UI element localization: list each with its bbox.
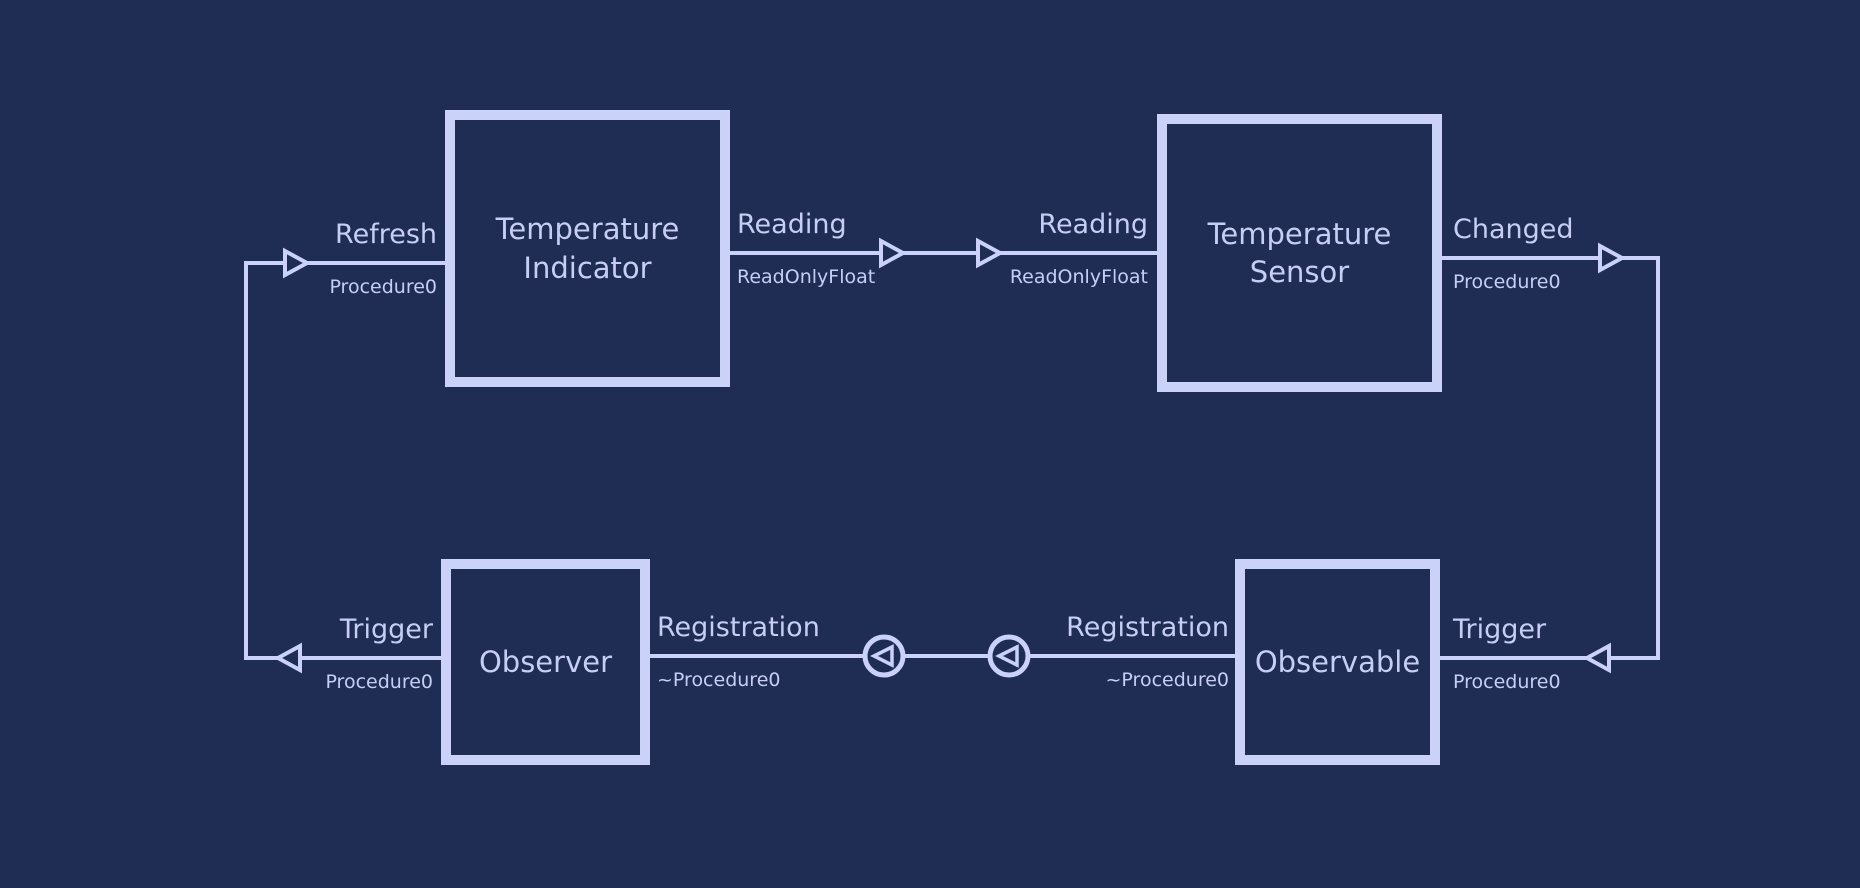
port-trigger-observer-type: Procedure0	[325, 671, 433, 693]
trigger-refresh-wire[interactable]	[244, 261, 445, 660]
connector-changed-to-trigger[interactable]	[1430, 242, 1660, 674]
block-title: Temperature Indicator	[495, 212, 680, 285]
block-title: Observer	[478, 644, 613, 679]
block-observer[interactable]: Observer	[441, 559, 650, 765]
port-changed-label: Changed	[1453, 214, 1574, 245]
port-changed-type: Procedure0	[1453, 271, 1561, 293]
port-refresh-type: Procedure0	[329, 276, 437, 298]
connector-registration[interactable]	[650, 634, 1235, 678]
port-registration-observer-label: Registration	[657, 612, 820, 643]
block-temperature-indicator[interactable]: Temperature Indicator	[445, 110, 730, 387]
connector-trigger-to-refresh[interactable]	[244, 247, 445, 674]
observable-trigger-in-arrowhead-icon	[1582, 642, 1611, 674]
sensor-reading-arrowhead-icon	[976, 237, 1005, 269]
sensor-changed-out-arrowhead-icon	[1598, 242, 1627, 274]
block-temperature-sensor[interactable]: Temperature Sensor	[1157, 114, 1442, 392]
observer-registration-arrowhead-icon	[870, 644, 894, 668]
port-trigger-observer-label: Trigger	[339, 614, 433, 645]
observable-registration-arrowhead-icon	[995, 644, 1019, 668]
block-title: Temperature Sensor	[1207, 216, 1392, 289]
port-reading-indicator-label: Reading	[737, 209, 847, 240]
port-refresh-label: Refresh	[335, 219, 437, 250]
indicator-reading-arrowhead-icon	[879, 237, 908, 269]
port-registration-observer-type: ~Procedure0	[657, 669, 781, 691]
indicator-refresh-in-arrowhead-icon	[283, 247, 312, 279]
port-trigger-observable-type: Procedure0	[1453, 671, 1561, 693]
port-reading-sensor-label: Reading	[1038, 209, 1148, 240]
port-reading-sensor-type: ReadOnlyFloat	[1009, 266, 1148, 288]
block-title: Observable	[1254, 644, 1421, 679]
connector-reading[interactable]	[730, 237, 1157, 269]
port-registration-observable-label: Registration	[1066, 612, 1229, 643]
port-reading-indicator-type: ReadOnlyFloat	[737, 266, 876, 288]
changed-trigger-wire[interactable]	[1430, 256, 1660, 660]
port-registration-observable-type: ~Procedure0	[1105, 669, 1229, 691]
observer-trigger-out-arrowhead-icon	[273, 642, 302, 674]
port-trigger-observable-label: Trigger	[1453, 614, 1547, 645]
block-observable[interactable]: Observable	[1235, 559, 1440, 765]
